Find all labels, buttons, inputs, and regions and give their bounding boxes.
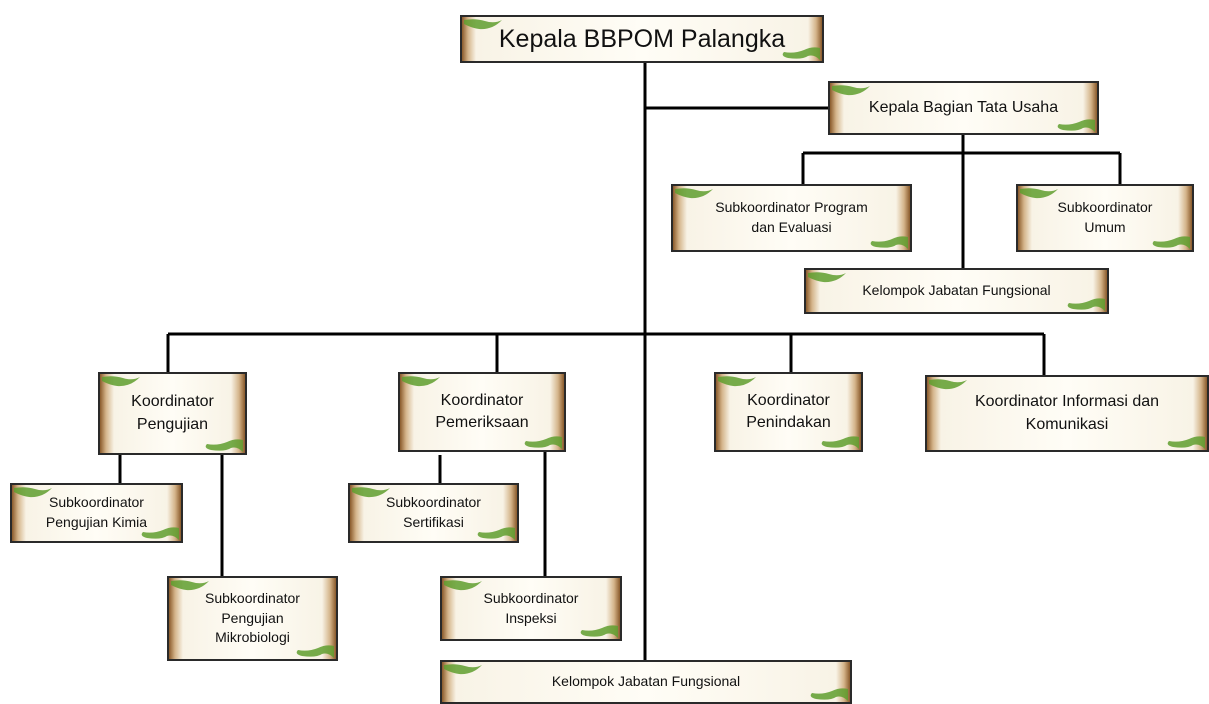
leaf-ornament-icon: [1020, 188, 1058, 199]
node-sub-inspeksi: Subkoordinator Inspeksi: [440, 576, 622, 641]
leaf-ornament-icon: [580, 625, 618, 638]
node-koord-pemeriksaan-label: Koordinator Pemeriksaan: [435, 391, 529, 431]
node-koord-pemeriksaan: Koordinator Pemeriksaan: [398, 372, 566, 452]
leaf-ornament-icon: [444, 664, 482, 675]
node-kepala: Kepala BBPOM Palangka: [460, 15, 824, 63]
node-koord-infokom-label: Koordinator Informasi dan Komunikasi: [974, 393, 1160, 433]
node-kjf-top: Kelompok Jabatan Fungsional: [804, 268, 1109, 314]
leaf-ornament-icon: [810, 688, 848, 701]
leaf-ornament-icon: [821, 436, 859, 449]
node-koord-pengujian-label: Koordinator Pengujian: [131, 393, 214, 433]
leaf-ornament-icon: [171, 580, 209, 591]
node-sub-program-label: Subkoordinator Program dan Evaluasi: [715, 199, 868, 235]
leaf-ornament-icon: [352, 487, 390, 498]
node-koord-pengujian: Koordinator Pengujian: [98, 372, 247, 455]
leaf-ornament-icon: [141, 527, 179, 540]
node-tata-usaha: Kepala Bagian Tata Usaha: [828, 81, 1099, 135]
node-koord-penindakan-label: Koordinator Penindakan: [746, 391, 831, 431]
node-koord-infokom: Koordinator Informasi dan Komunikasi: [925, 375, 1209, 452]
node-sub-umum: Subkoordinator Umum: [1016, 184, 1194, 252]
leaf-ornament-icon: [1067, 298, 1105, 311]
leaf-ornament-icon: [477, 527, 515, 540]
node-sub-mikro-label: Subkoordinator Pengujian Mikrobiologi: [205, 590, 300, 646]
leaf-ornament-icon: [402, 376, 440, 387]
leaf-ornament-icon: [1167, 436, 1205, 449]
node-tata-usaha-label: Kepala Bagian Tata Usaha: [868, 98, 1059, 116]
node-sub-sertifikasi-label: Subkoordinator Sertifikasi: [386, 494, 481, 530]
leaf-ornament-icon: [14, 487, 52, 498]
leaf-ornament-icon: [296, 645, 334, 658]
leaf-ornament-icon: [1152, 236, 1190, 249]
leaf-ornament-icon: [1057, 119, 1095, 132]
leaf-ornament-icon: [832, 85, 870, 96]
leaf-ornament-icon: [782, 47, 820, 60]
node-kjf-bottom-label: Kelompok Jabatan Fungsional: [551, 673, 741, 690]
node-sub-umum-label: Subkoordinator Umum: [1057, 199, 1153, 235]
node-sub-inspeksi-label: Subkoordinator Inspeksi: [483, 589, 579, 626]
node-kepala-label: Kepala BBPOM Palangka: [498, 24, 786, 53]
node-kjf-bottom: Kelompok Jabatan Fungsional: [440, 660, 852, 704]
leaf-ornament-icon: [929, 379, 967, 390]
node-koord-penindakan: Koordinator Penindakan: [714, 372, 863, 452]
node-kjf-top-label: Kelompok Jabatan Fungsional: [862, 282, 1051, 299]
leaf-ornament-icon: [205, 439, 243, 452]
leaf-ornament-icon: [464, 19, 502, 30]
leaf-ornament-icon: [102, 376, 140, 387]
leaf-ornament-icon: [524, 436, 562, 449]
node-sub-mikro: Subkoordinator Pengujian Mikrobiologi: [167, 576, 338, 661]
leaf-ornament-icon: [808, 272, 846, 283]
node-sub-kimia: Subkoordinator Pengujian Kimia: [10, 483, 183, 543]
node-sub-kimia-label: Subkoordinator Pengujian Kimia: [45, 494, 148, 530]
leaf-ornament-icon: [675, 188, 713, 199]
node-sub-sertifikasi: Subkoordinator Sertifikasi: [348, 483, 519, 543]
leaf-ornament-icon: [870, 236, 908, 249]
leaf-ornament-icon: [718, 376, 756, 387]
node-sub-program: Subkoordinator Program dan Evaluasi: [671, 184, 912, 252]
leaf-ornament-icon: [444, 580, 482, 591]
